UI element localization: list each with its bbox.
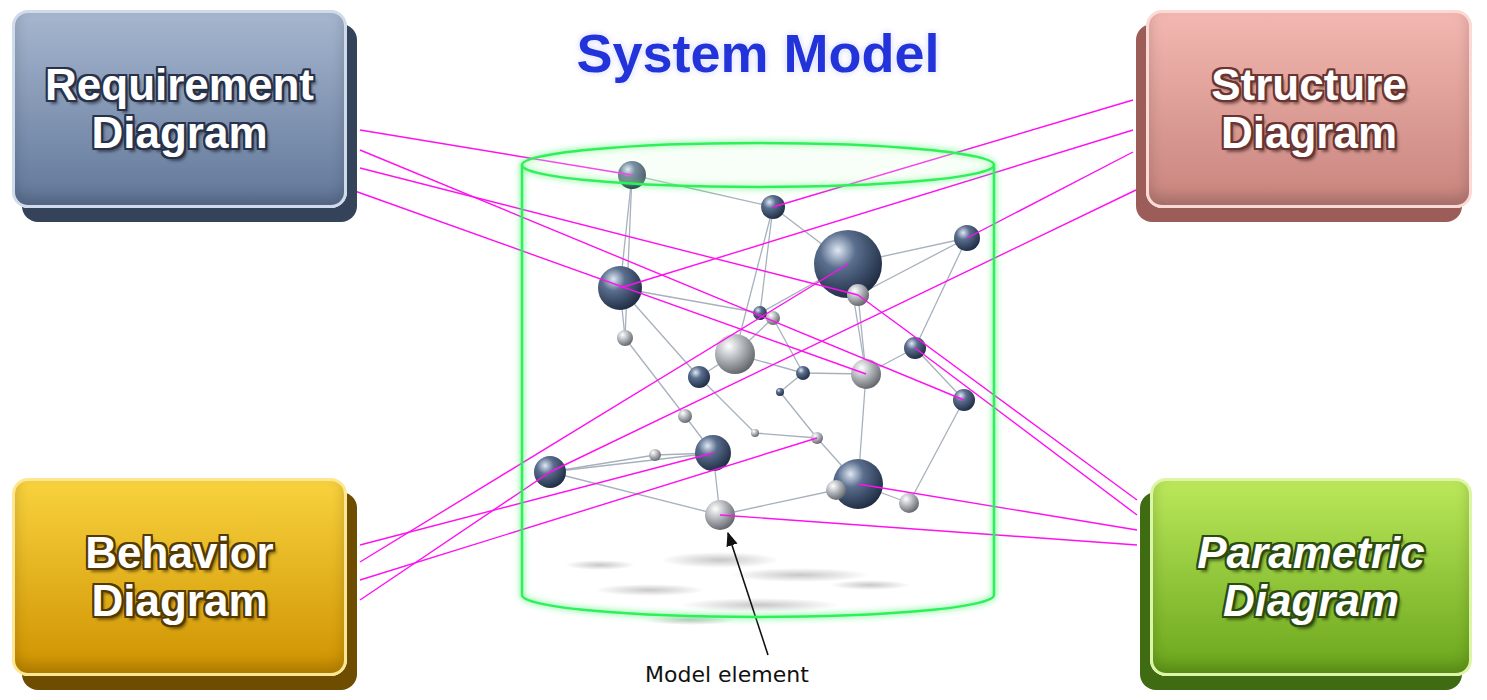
diagram-kind-button: Parametric Diagram	[1150, 478, 1472, 676]
diagram-kind-name: Behavior Diagram	[31, 529, 328, 624]
view-link	[915, 348, 1137, 515]
diagram-kind-name: Requirement Diagram	[31, 61, 328, 156]
ground-shadow	[660, 552, 780, 568]
element-relation	[625, 175, 632, 338]
ground-shadow	[680, 598, 840, 612]
view-link	[858, 295, 1137, 500]
ground-shadow	[595, 584, 705, 596]
view-link	[858, 484, 1137, 530]
model-element-sphere	[776, 388, 784, 396]
element-relation	[550, 472, 720, 515]
model-element-sphere	[617, 330, 633, 346]
element-relation	[625, 338, 685, 416]
ground-shadow	[565, 560, 635, 570]
view-link	[720, 515, 1137, 545]
view-link	[352, 190, 866, 374]
model-element-sphere	[715, 334, 755, 374]
diagram-kind-button: Requirement Diagram	[12, 10, 347, 208]
element-relation	[720, 490, 836, 515]
cylinder-top	[522, 143, 994, 187]
element-relation	[760, 207, 773, 313]
view-link	[360, 438, 817, 580]
model-element-sphere	[688, 366, 710, 388]
element-relation	[699, 377, 755, 433]
ground-shadow	[730, 568, 870, 582]
diagram-kind-name: Structure Diagram	[1165, 61, 1453, 156]
model-title: System Model	[518, 24, 998, 83]
element-relation	[550, 453, 713, 472]
element-relation	[755, 433, 817, 438]
callout-label: Model element	[645, 662, 809, 687]
view-link	[550, 190, 1136, 472]
view-link	[360, 453, 713, 545]
model-element-sphere	[899, 493, 919, 513]
model-element-sphere	[826, 480, 846, 500]
model-element-sphere	[649, 449, 661, 461]
leader-arrow	[728, 533, 768, 655]
view-link	[360, 264, 848, 562]
element-relation	[909, 400, 964, 503]
element-relation	[735, 207, 773, 354]
diagram-kind-button: Behavior Diagram	[12, 478, 347, 676]
model-element-sphere	[751, 429, 759, 437]
cylinder-body	[522, 165, 994, 617]
diagram-kind-name: Parametric Diagram	[1169, 529, 1453, 624]
element-relation	[780, 392, 817, 438]
model-element-sphere	[796, 366, 810, 380]
ground-shadow	[830, 580, 910, 590]
diagram-kind-button: Structure Diagram	[1146, 10, 1472, 208]
system-model-cylinder: System Model	[518, 18, 998, 618]
model-element-sphere	[678, 409, 692, 423]
cylinder-outline	[518, 18, 998, 618]
